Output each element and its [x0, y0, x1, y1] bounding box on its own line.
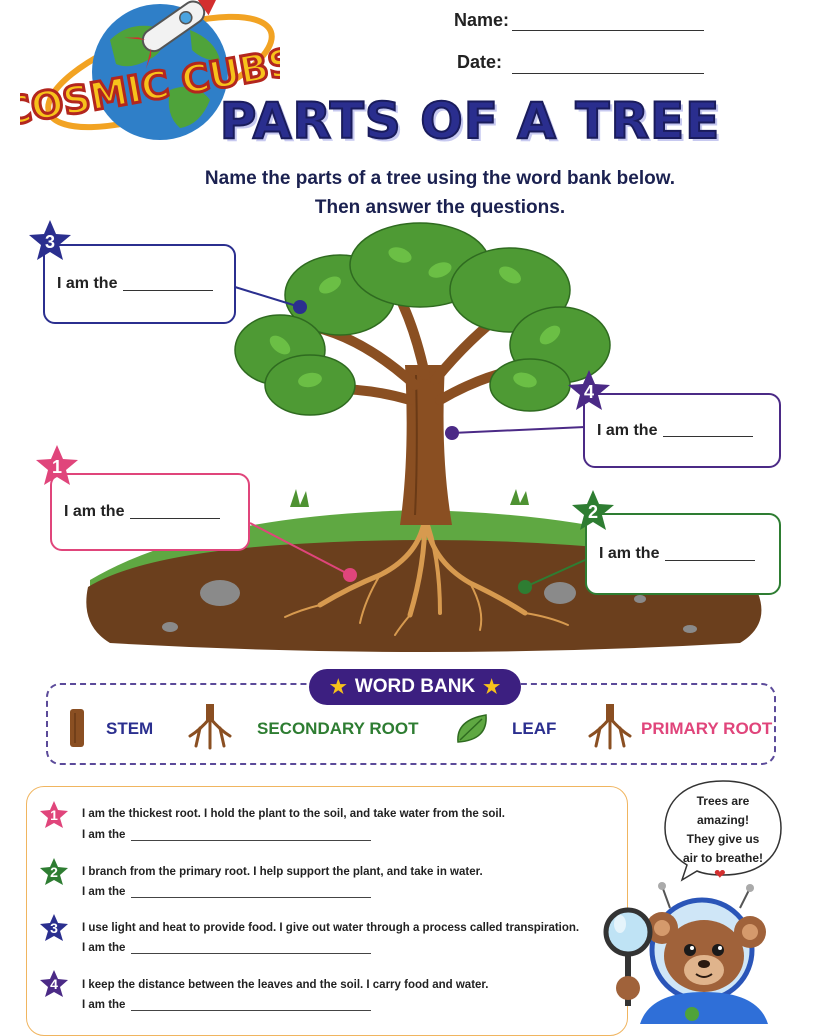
label-text-4: I am the	[597, 421, 658, 439]
label-blank-4[interactable]	[663, 424, 754, 437]
label-blank-3[interactable]	[123, 278, 214, 291]
name-field[interactable]	[512, 30, 704, 31]
question-answer-3[interactable]: I am the	[82, 942, 372, 954]
page-title: PARTS OF A TREE	[219, 91, 721, 151]
question-answer-2[interactable]: I am the	[82, 886, 372, 898]
svg-text:2: 2	[50, 864, 58, 880]
star-icon: ★	[483, 676, 501, 698]
question-text-2: I branch from the primary root. I help s…	[82, 866, 483, 878]
svg-text:3: 3	[50, 920, 58, 936]
label-box-1[interactable]: I am the	[50, 473, 250, 551]
date-label: Date:	[457, 52, 503, 72]
question-answer-4[interactable]: I am the	[82, 999, 372, 1011]
question-badge-3: 3	[40, 914, 68, 941]
svg-text:2: 2	[588, 502, 598, 522]
label-box-3[interactable]: I am the	[43, 244, 236, 324]
word-leaf: LEAF	[512, 719, 557, 738]
question-text-4: I keep the distance between the leaves a…	[82, 979, 489, 991]
word-stem: STEM	[106, 719, 154, 738]
word-primary-root: PRIMARY ROOT	[641, 719, 773, 738]
question-badge-1: 1	[40, 801, 68, 828]
instructions: Name the parts of a tree using the word …	[150, 164, 730, 222]
word-secondary-root: SECONDARY ROOT	[257, 719, 419, 738]
bear-astronaut-mascot	[603, 882, 768, 1024]
leaf-icon	[457, 714, 487, 743]
star-badge-2: 2	[572, 490, 614, 530]
star-icon: ★	[329, 676, 347, 698]
answer-line[interactable]	[131, 830, 372, 841]
svg-text:1: 1	[52, 457, 62, 477]
root-icon	[588, 704, 632, 750]
stem-icon	[70, 709, 84, 747]
answer-line[interactable]	[131, 887, 372, 898]
question-badge-4: 4	[40, 970, 68, 997]
svg-text:1: 1	[50, 807, 58, 823]
svg-text:4: 4	[584, 382, 594, 402]
label-text-2: I am the	[599, 545, 660, 562]
word-bank-title: WORD BANK	[354, 676, 476, 697]
label-text-1: I am the	[64, 503, 125, 520]
star-badge-4: 4	[568, 370, 610, 410]
svg-text:4: 4	[50, 976, 58, 992]
question-answer-1[interactable]: I am the	[82, 829, 372, 841]
star-badge-3: 3	[29, 220, 71, 260]
word-bank-header: ★ WORD BANK ★	[309, 669, 521, 705]
speech-bubble	[664, 780, 782, 882]
date-field[interactable]	[512, 73, 704, 74]
heart-icon: ❤	[714, 866, 726, 882]
name-label: Name:	[454, 10, 510, 30]
answer-line[interactable]	[131, 1000, 372, 1011]
label-blank-1[interactable]	[130, 506, 221, 519]
label-text-3: I am the	[57, 275, 118, 292]
label-box-4[interactable]: I am the	[583, 393, 781, 468]
bubble-text: Trees are amazing! They give us air to b…	[682, 794, 763, 865]
question-badge-2: 2	[40, 858, 68, 885]
question-text-3: I use light and heat to provide food. I …	[82, 922, 580, 934]
instructions-line-1: Name the parts of a tree using the word …	[204, 168, 676, 189]
label-box-2[interactable]: I am the	[585, 513, 781, 595]
label-blank-2[interactable]	[665, 548, 756, 561]
svg-text:3: 3	[45, 232, 55, 252]
question-text-1: I am the thickest root. I hold the plant…	[82, 808, 506, 820]
instructions-line-2: Then answer the questions.	[314, 197, 566, 218]
answer-line[interactable]	[131, 943, 372, 954]
cosmic-cubs-logo: COSMIC CUBS	[20, 0, 280, 140]
root-icon	[188, 704, 232, 750]
star-badge-1: 1	[36, 445, 78, 485]
